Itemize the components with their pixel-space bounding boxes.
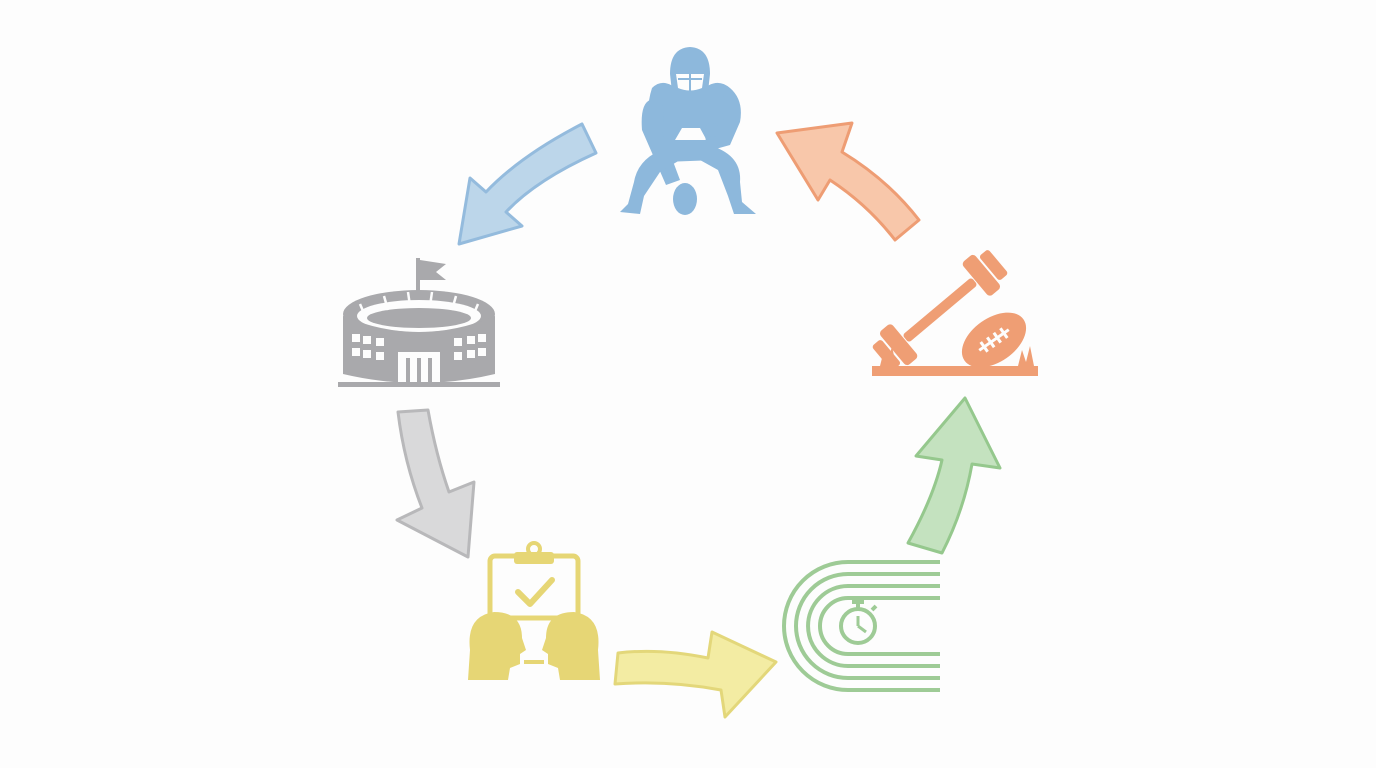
arrow-training-to-player: [775, 121, 921, 242]
dumbbell-football-icon: [872, 250, 1038, 376]
football-lineman-icon: [620, 47, 756, 215]
running-track-stopwatch-icon: [782, 560, 940, 692]
arrow-player-to-stadium: [457, 122, 598, 246]
arrow-stadium-to-evaluation: [395, 408, 476, 559]
stadium-icon: [338, 258, 500, 387]
arrow-evaluation-to-track: [613, 630, 778, 719]
arrow-track-to-training: [906, 396, 1002, 555]
clipboard-interview-icon: [468, 541, 600, 680]
